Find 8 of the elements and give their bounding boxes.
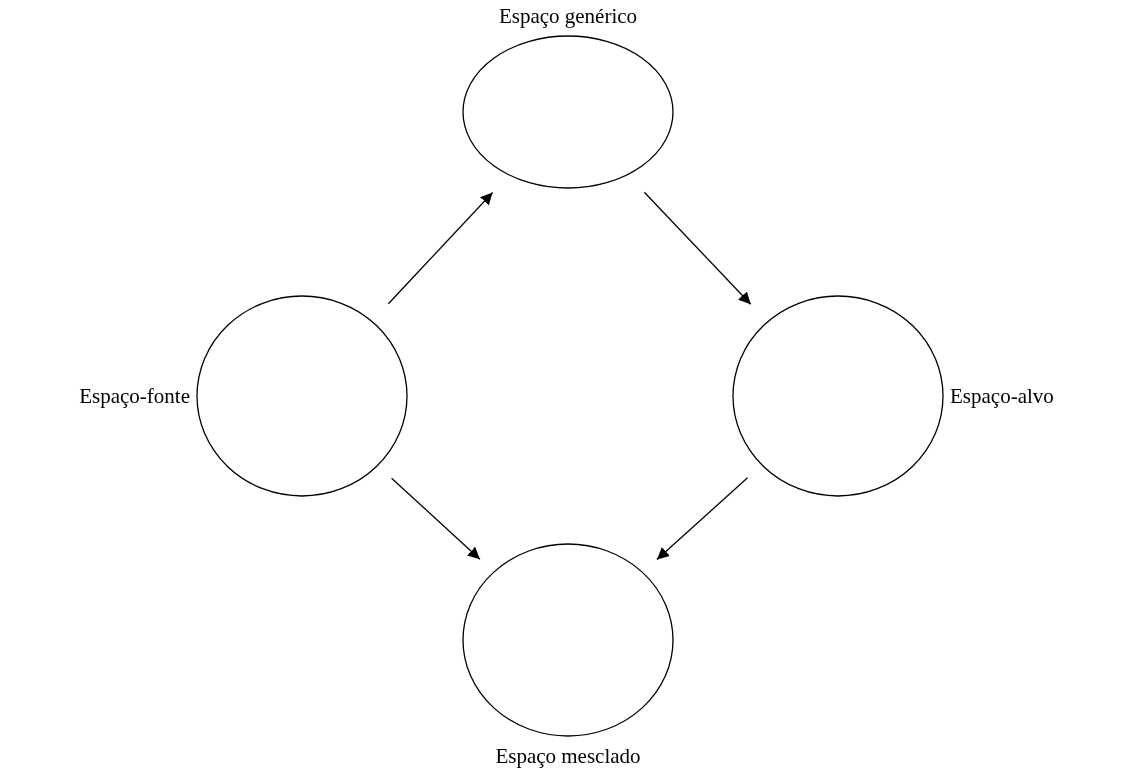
space-label: Espaço-alvo	[950, 383, 1054, 409]
arrow	[656, 477, 749, 561]
arrow	[387, 191, 494, 305]
space-label: Espaço-fonte	[79, 383, 190, 409]
space-label: Espaço mesclado	[495, 743, 641, 769]
arrow	[390, 477, 481, 560]
space-label: Espaço genérico	[498, 3, 638, 29]
arrow	[643, 191, 752, 305]
